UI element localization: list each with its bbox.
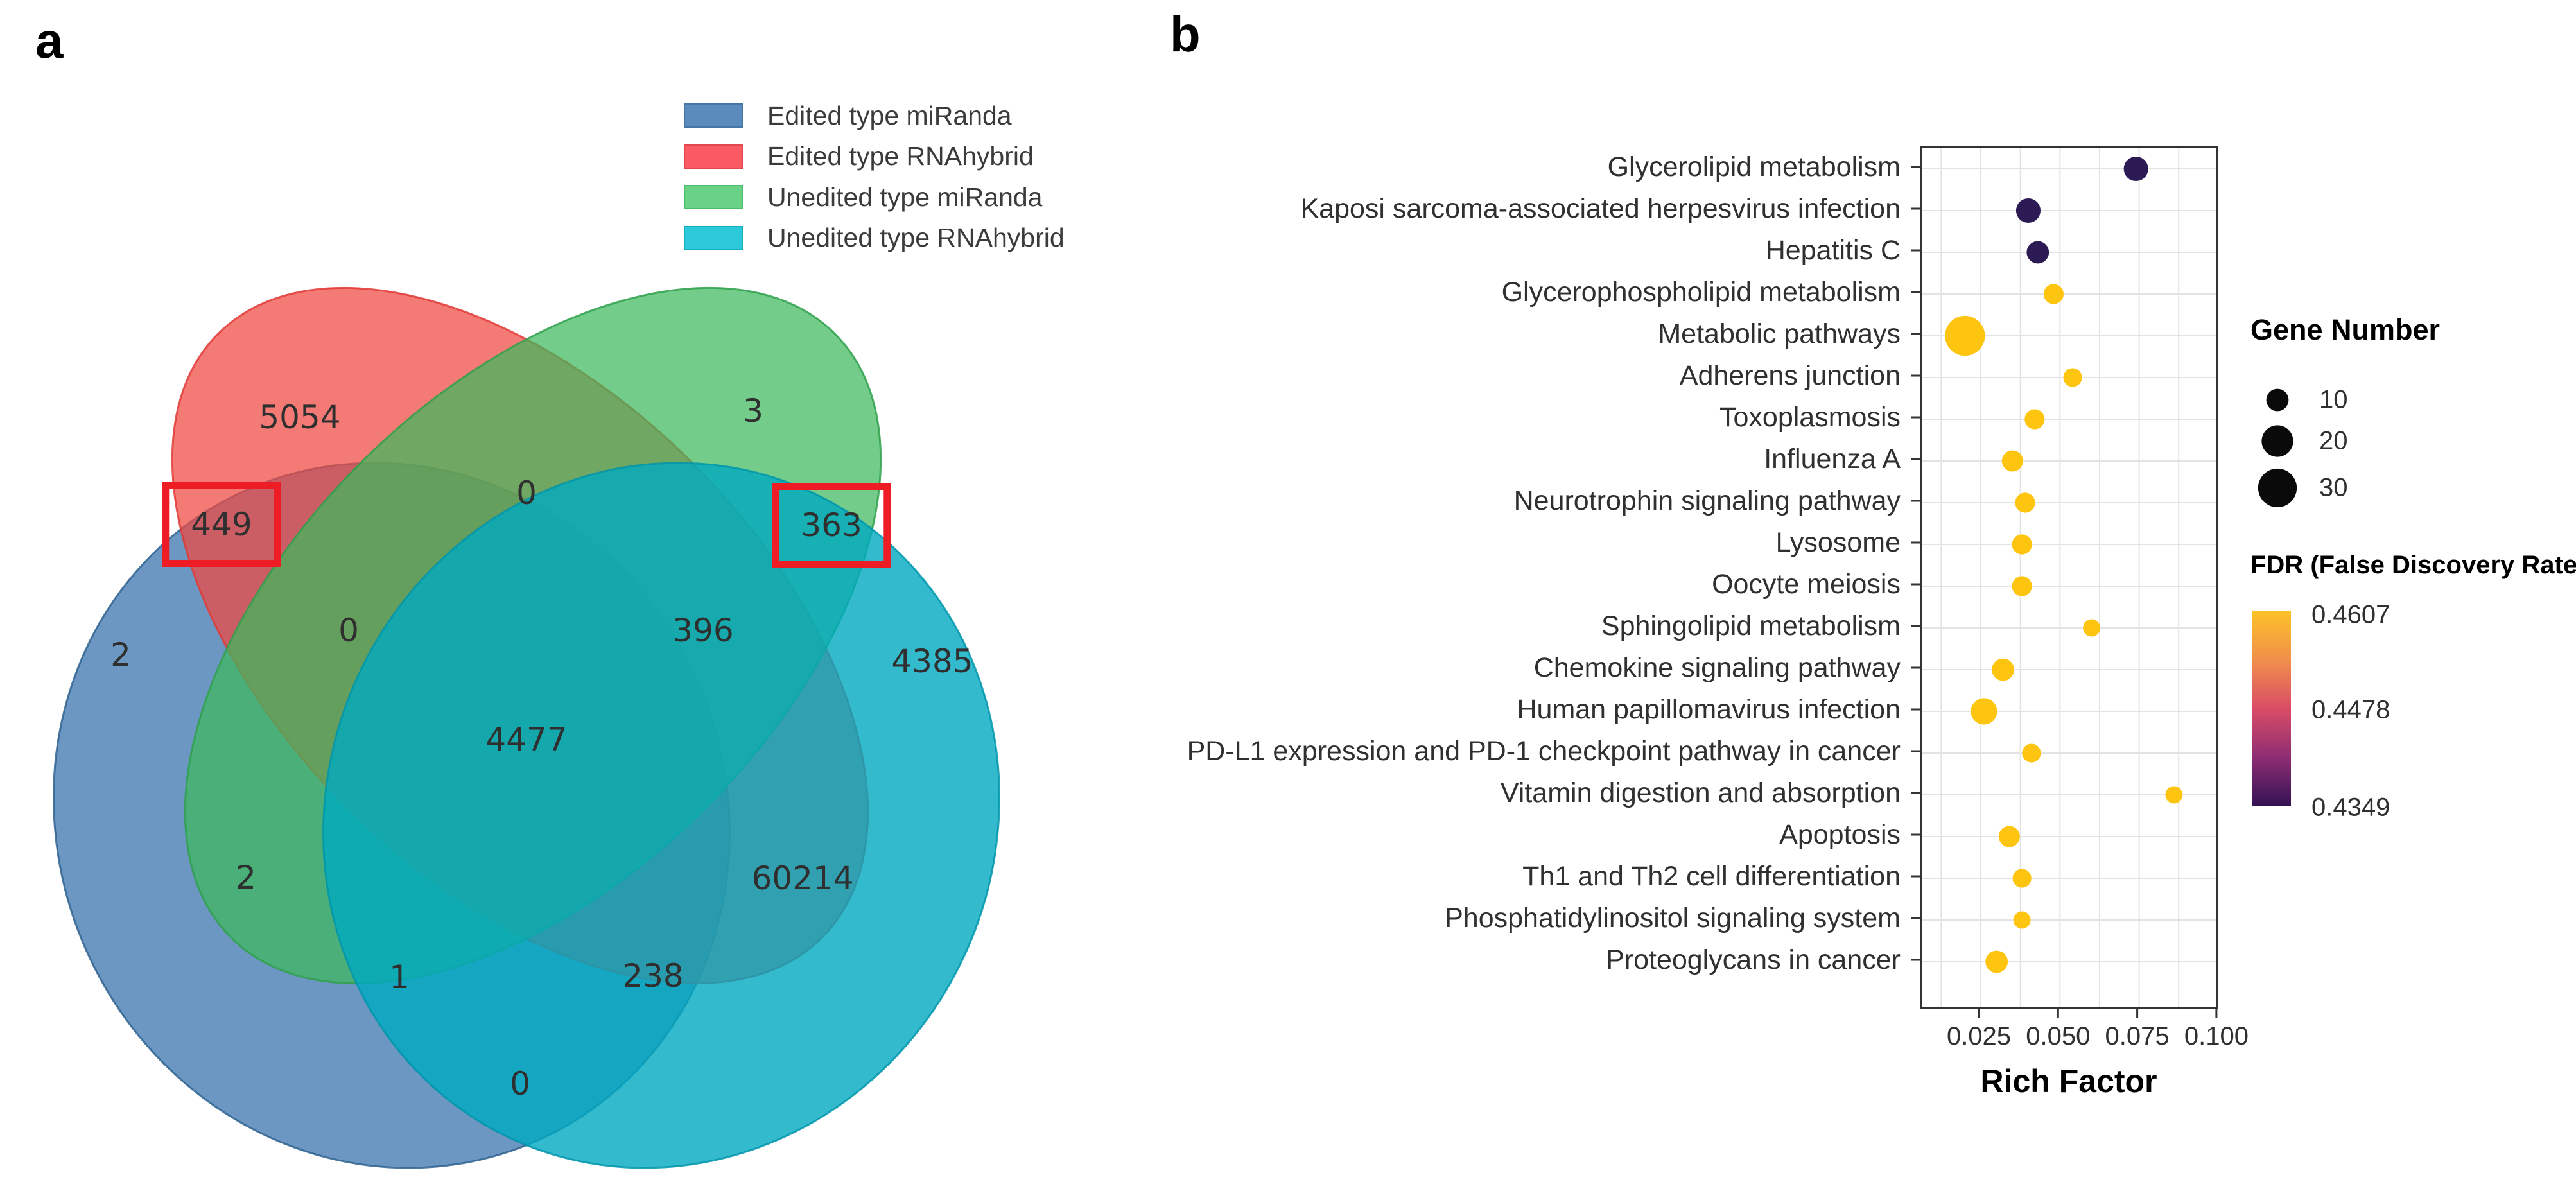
gene-number-legend-dot <box>2258 468 2297 508</box>
gene-number-legend-title: Gene Number <box>2250 313 2441 346</box>
pathway-dot <box>1971 698 1997 725</box>
pathway-dot <box>2012 869 2032 888</box>
pathway-dot <box>2063 368 2082 387</box>
venn-ellipse-unedited-rnahybrid <box>322 462 1000 1169</box>
pathway-label: Toxoplasmosis <box>1719 402 1901 433</box>
venn-count: 60214 <box>751 860 854 897</box>
bubble-plot-panel <box>1920 146 2218 1009</box>
pathway-label: Proteoglycans in cancer <box>1606 944 1901 975</box>
venn-legend-label: Edited type RNAhybrid <box>767 141 1034 171</box>
pathway-label: Human papillomavirus infection <box>1517 694 1901 725</box>
x-axis-ticks <box>1978 1007 2218 1018</box>
pathway-label: Chemokine signaling pathway <box>1533 652 1901 683</box>
venn-count: 2 <box>110 636 131 674</box>
panel-b-label: b <box>1170 6 1201 62</box>
pathway-dot <box>2012 534 2032 555</box>
pathway-label: Influenza A <box>1764 444 1901 474</box>
x-tick-label: 0.050 <box>2026 1022 2091 1050</box>
venn-legend-swatch <box>684 103 743 128</box>
pathway-label: Neurotrophin signaling pathway <box>1513 485 1901 516</box>
pathway-label: PD-L1 expression and PD-1 checkpoint pat… <box>1187 736 1901 767</box>
pathway-label: Vitamin digestion and absorption <box>1500 778 1901 808</box>
venn-legend-swatch <box>684 144 743 169</box>
x-tick-label: 0.025 <box>1946 1022 2012 1050</box>
x-tick-label: 0.100 <box>2184 1022 2249 1050</box>
x-axis-title: Rich Factor <box>1980 1063 2157 1099</box>
fdr-min-label: 0.4349 <box>2311 793 2390 822</box>
pathway-dot <box>1992 658 2014 681</box>
pathway-label: Hepatitis C <box>1765 235 1901 266</box>
venn-legend-item: Unedited type miRanda <box>684 182 1043 212</box>
gene-number-legend-value: 20 <box>2319 426 2348 455</box>
pathway-dot <box>2123 156 2148 182</box>
pathway-dot <box>2165 786 2183 804</box>
pathway-dot <box>1998 826 2020 847</box>
pathway-label: Glycerophospholipid metabolism <box>1501 277 1901 308</box>
gene-number-legend-value: 30 <box>2319 473 2348 502</box>
gene-number-legend-dot <box>2266 388 2289 412</box>
venn-count: 5054 <box>259 399 341 436</box>
pathway-dot <box>2013 911 2031 929</box>
venn-legend-item: Edited type RNAhybrid <box>684 141 1034 171</box>
pathway-dot <box>2015 198 2041 223</box>
pathway-dot <box>1945 315 1985 356</box>
pathway-dot <box>2012 576 2032 596</box>
fdr-mid-label: 0.4478 <box>2311 695 2390 724</box>
pathway-dot <box>2022 743 2041 763</box>
pathway-dot <box>2001 450 2023 472</box>
pathway-label: Apoptosis <box>1779 819 1901 850</box>
bubble-plot-canvas <box>1922 148 2216 1007</box>
venn-legend-label: Edited type miRanda <box>767 100 1012 130</box>
venn-count: 396 <box>672 612 734 649</box>
pathway-dot <box>2043 284 2064 304</box>
gene-number-legend-value: 10 <box>2319 385 2348 414</box>
pathway-label: Metabolic pathways <box>1658 318 1901 349</box>
venn-count: 0 <box>516 474 537 512</box>
venn-count-highlighted: 449 <box>162 482 281 567</box>
pathway-label: Oocyte meiosis <box>1712 569 1901 600</box>
fdr-colorbar <box>2252 611 2291 806</box>
fdr-legend-title: FDR (False Discovery Rate) <box>2250 551 2576 579</box>
venn-count: 0 <box>510 1065 530 1102</box>
pathway-dot <box>2015 492 2035 513</box>
venn-legend-swatch <box>684 185 743 209</box>
pathway-label: Lysosome <box>1775 527 1901 558</box>
venn-count: 4477 <box>485 721 568 758</box>
venn-count: 0 <box>338 612 359 649</box>
pathway-dot <box>2083 619 2101 637</box>
panel-a-label: a <box>35 12 64 69</box>
gene-number-legend-dot <box>2261 425 2293 457</box>
venn-count: 1 <box>389 959 410 996</box>
fdr-max-label: 0.4607 <box>2311 600 2390 629</box>
venn-diagram-svg <box>53 286 1000 1169</box>
venn-count: 238 <box>622 957 684 995</box>
pathway-label: Th1 and Th2 cell differentiation <box>1522 861 1901 892</box>
venn-count: 3 <box>743 392 763 430</box>
venn-legend-item: Edited type miRanda <box>684 100 1012 130</box>
pathway-label: Adherens junction <box>1679 360 1901 391</box>
venn-count: 2 <box>236 859 256 896</box>
venn-legend-swatch <box>684 225 743 250</box>
pathway-label: Phosphatidylinositol signaling system <box>1445 903 1901 934</box>
pathway-dot <box>2024 409 2045 430</box>
venn-legend-item: Unedited type RNAhybrid <box>684 223 1065 252</box>
gene-number-legend-dots <box>2258 388 2297 508</box>
venn-count-highlighted: 363 <box>772 483 891 568</box>
pathway-label: Kaposi sarcoma-associated herpesvirus in… <box>1300 193 1901 224</box>
venn-legend-label: Unedited type miRanda <box>767 182 1043 212</box>
pathway-label: Sphingolipid metabolism <box>1601 611 1901 641</box>
pathway-dot <box>2026 241 2049 264</box>
venn-legend-label: Unedited type RNAhybrid <box>767 223 1065 252</box>
y-axis-ticks <box>1911 166 1920 961</box>
venn-count: 4385 <box>891 643 973 680</box>
pathway-label: Glycerolipid metabolism <box>1607 152 1901 182</box>
pathway-dot <box>1985 950 2008 973</box>
x-tick-label: 0.075 <box>2105 1022 2170 1050</box>
